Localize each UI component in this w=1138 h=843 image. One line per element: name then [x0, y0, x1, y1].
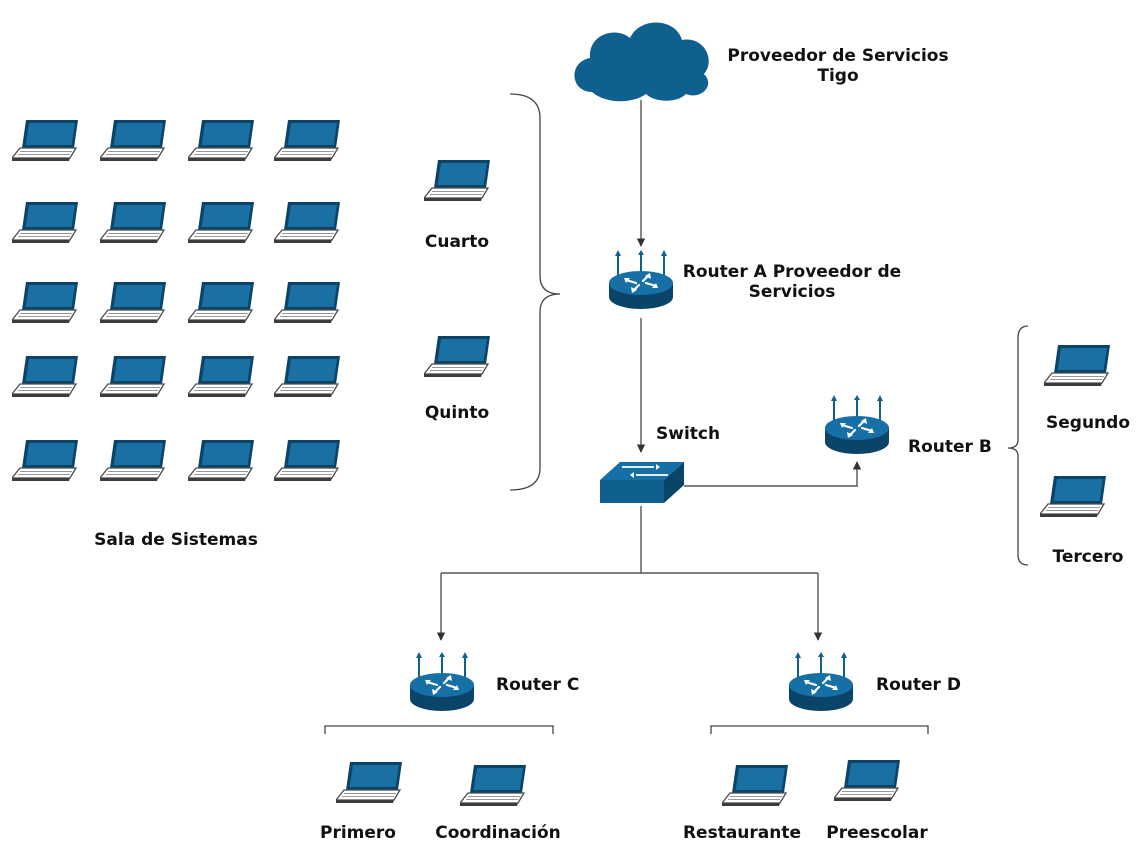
quinto-label: Quinto — [424, 403, 490, 423]
router-d-label: Router D — [876, 675, 961, 695]
laptop-icon — [188, 439, 255, 482]
laptop-icon-quinto — [424, 335, 491, 378]
laptop-icon-restaurante — [722, 764, 789, 807]
laptop-icon-cuarto — [424, 159, 491, 202]
switch-label: Switch — [656, 424, 721, 444]
coordinacion-label: Coordinación — [435, 823, 561, 843]
laptop-icon — [12, 201, 79, 244]
segundo-label: Segundo — [1046, 413, 1130, 433]
router-c-icon — [408, 652, 476, 713]
router-b-icon — [823, 395, 891, 456]
restaurante-label: Restaurante — [682, 823, 802, 843]
laptop-icon — [188, 281, 255, 324]
brace-building-left — [509, 93, 561, 491]
laptop-icon — [188, 119, 255, 162]
laptop-icon-tercero — [1040, 475, 1107, 518]
preescolar-label: Preescolar — [826, 823, 928, 843]
sala-de-sistemas-laptops — [12, 119, 341, 482]
connection-lines — [436, 100, 862, 641]
router-b-label: Router B — [908, 437, 992, 457]
cloud-icon — [574, 22, 709, 102]
laptop-icon-segundo — [1044, 344, 1111, 387]
bracket-router-d — [710, 725, 929, 734]
laptop-icon-preescolar — [834, 759, 901, 802]
laptop-icon — [188, 355, 255, 398]
sala-de-sistemas-label: Sala de Sistemas — [94, 530, 258, 550]
cuarto-label: Cuarto — [424, 232, 490, 252]
switch-to-router-b-link — [684, 461, 862, 487]
switch-icon — [600, 462, 684, 503]
laptop-icon — [12, 355, 79, 398]
laptop-icon — [12, 119, 79, 162]
brace-building-right — [1007, 325, 1029, 566]
laptop-icon — [274, 119, 341, 162]
router-c-label: Router C — [496, 675, 580, 695]
laptop-icon — [100, 201, 167, 244]
laptop-icon — [12, 281, 79, 324]
bracket-router-c — [324, 725, 554, 734]
laptop-icon — [100, 439, 167, 482]
laptop-icon — [274, 439, 341, 482]
router-a-label: Router A Proveedor de Servicios — [682, 262, 902, 302]
laptop-icon-primero — [336, 761, 403, 804]
laptop-icon — [12, 439, 79, 482]
router-d-icon — [787, 652, 855, 713]
laptop-icon — [188, 201, 255, 244]
laptop-icon — [100, 281, 167, 324]
tercero-label: Tercero — [1052, 547, 1124, 567]
laptop-icon-coordinacion — [460, 764, 527, 807]
laptop-icon — [100, 355, 167, 398]
isp-label: Proveedor de Servicios Tigo — [727, 46, 949, 86]
primero-label: Primero — [320, 823, 396, 843]
laptop-icon — [274, 281, 341, 324]
laptop-icon — [274, 201, 341, 244]
laptop-icon — [100, 119, 167, 162]
router-a-icon — [607, 250, 675, 311]
laptop-icon — [274, 355, 341, 398]
